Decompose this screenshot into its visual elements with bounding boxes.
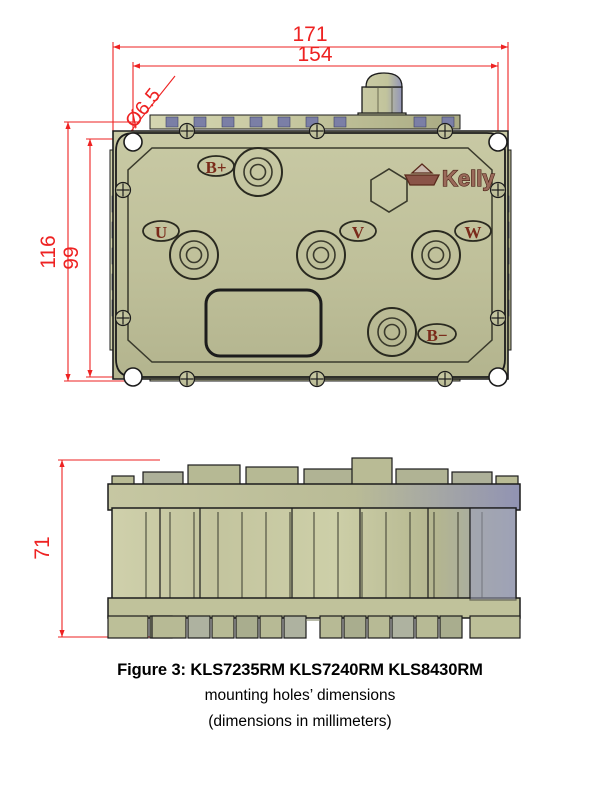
mounting-hole-top-left — [123, 132, 143, 152]
terminal-labels: B+ U V W B− — [142, 155, 492, 345]
dimension-label-116: 116 — [37, 235, 60, 268]
terminal-label-b-plus: B+ — [197, 155, 235, 177]
mounting-hole-bottom-left — [123, 367, 143, 387]
terminal-post-b-plus — [233, 147, 283, 197]
side-right-end — [469, 507, 517, 601]
controller-side-view — [107, 457, 521, 639]
controller-top-view: B+ U V W B− — [109, 72, 512, 388]
figure-caption-line-2: mounting holes’ dimensions — [204, 687, 396, 704]
terminal-label-v: V — [339, 220, 377, 242]
gasket-groove — [127, 147, 493, 363]
cable-gland — [357, 72, 407, 122]
kelly-logo-text: Kelly — [442, 166, 495, 191]
dimension-label-99: 99 — [60, 246, 83, 269]
dimension-label-71: 71 — [31, 536, 54, 559]
power-terminals — [169, 147, 461, 357]
terminal-label-v-text: V — [352, 223, 365, 242]
terminal-label-u-text: U — [155, 223, 167, 242]
terminal-label-w: W — [454, 220, 492, 242]
kelly-logo: Kelly — [403, 163, 496, 192]
side-base-flange — [107, 597, 521, 619]
mounting-hole-bottom-right — [488, 367, 508, 387]
terminal-label-b-minus-text: B− — [426, 326, 447, 345]
terminal-post-u — [169, 230, 219, 280]
figure-caption-line-3: (dimensions in millimeters) — [208, 713, 392, 730]
dimension-171 — [112, 42, 509, 131]
terminal-label-b-plus-text: B+ — [205, 158, 226, 177]
dimension-154 — [132, 62, 499, 131]
top-view-dimensions — [64, 42, 509, 382]
kelly-logo-mark — [403, 163, 441, 186]
terminal-label-b-minus: B− — [417, 323, 457, 345]
hex-recess — [370, 168, 408, 213]
mounting-holes — [123, 132, 508, 387]
figure-caption-line-1: Figure 3: KLS7235RM KLS7240RM KLS8430RM — [117, 661, 483, 679]
terminal-post-w — [411, 230, 461, 280]
side-top-flange — [107, 483, 521, 511]
dimension-label-154: 154 — [297, 43, 332, 66]
cover-screws — [114, 122, 507, 388]
label-plate-recess — [204, 288, 323, 358]
terminal-post-b-minus — [367, 307, 417, 357]
terminal-label-w-text: W — [465, 223, 482, 242]
side-base-lugs — [107, 615, 521, 639]
side-top-bosses — [111, 457, 519, 487]
terminal-label-u: U — [142, 220, 180, 242]
housing-fins-top — [149, 114, 461, 130]
mounting-hole-top-right — [488, 132, 508, 152]
terminal-post-v — [296, 230, 346, 280]
dimension-label-171: 171 — [292, 23, 327, 46]
figure-caption: Figure 3: KLS7235RM KLS7240RM KLS8430RM … — [0, 658, 600, 735]
